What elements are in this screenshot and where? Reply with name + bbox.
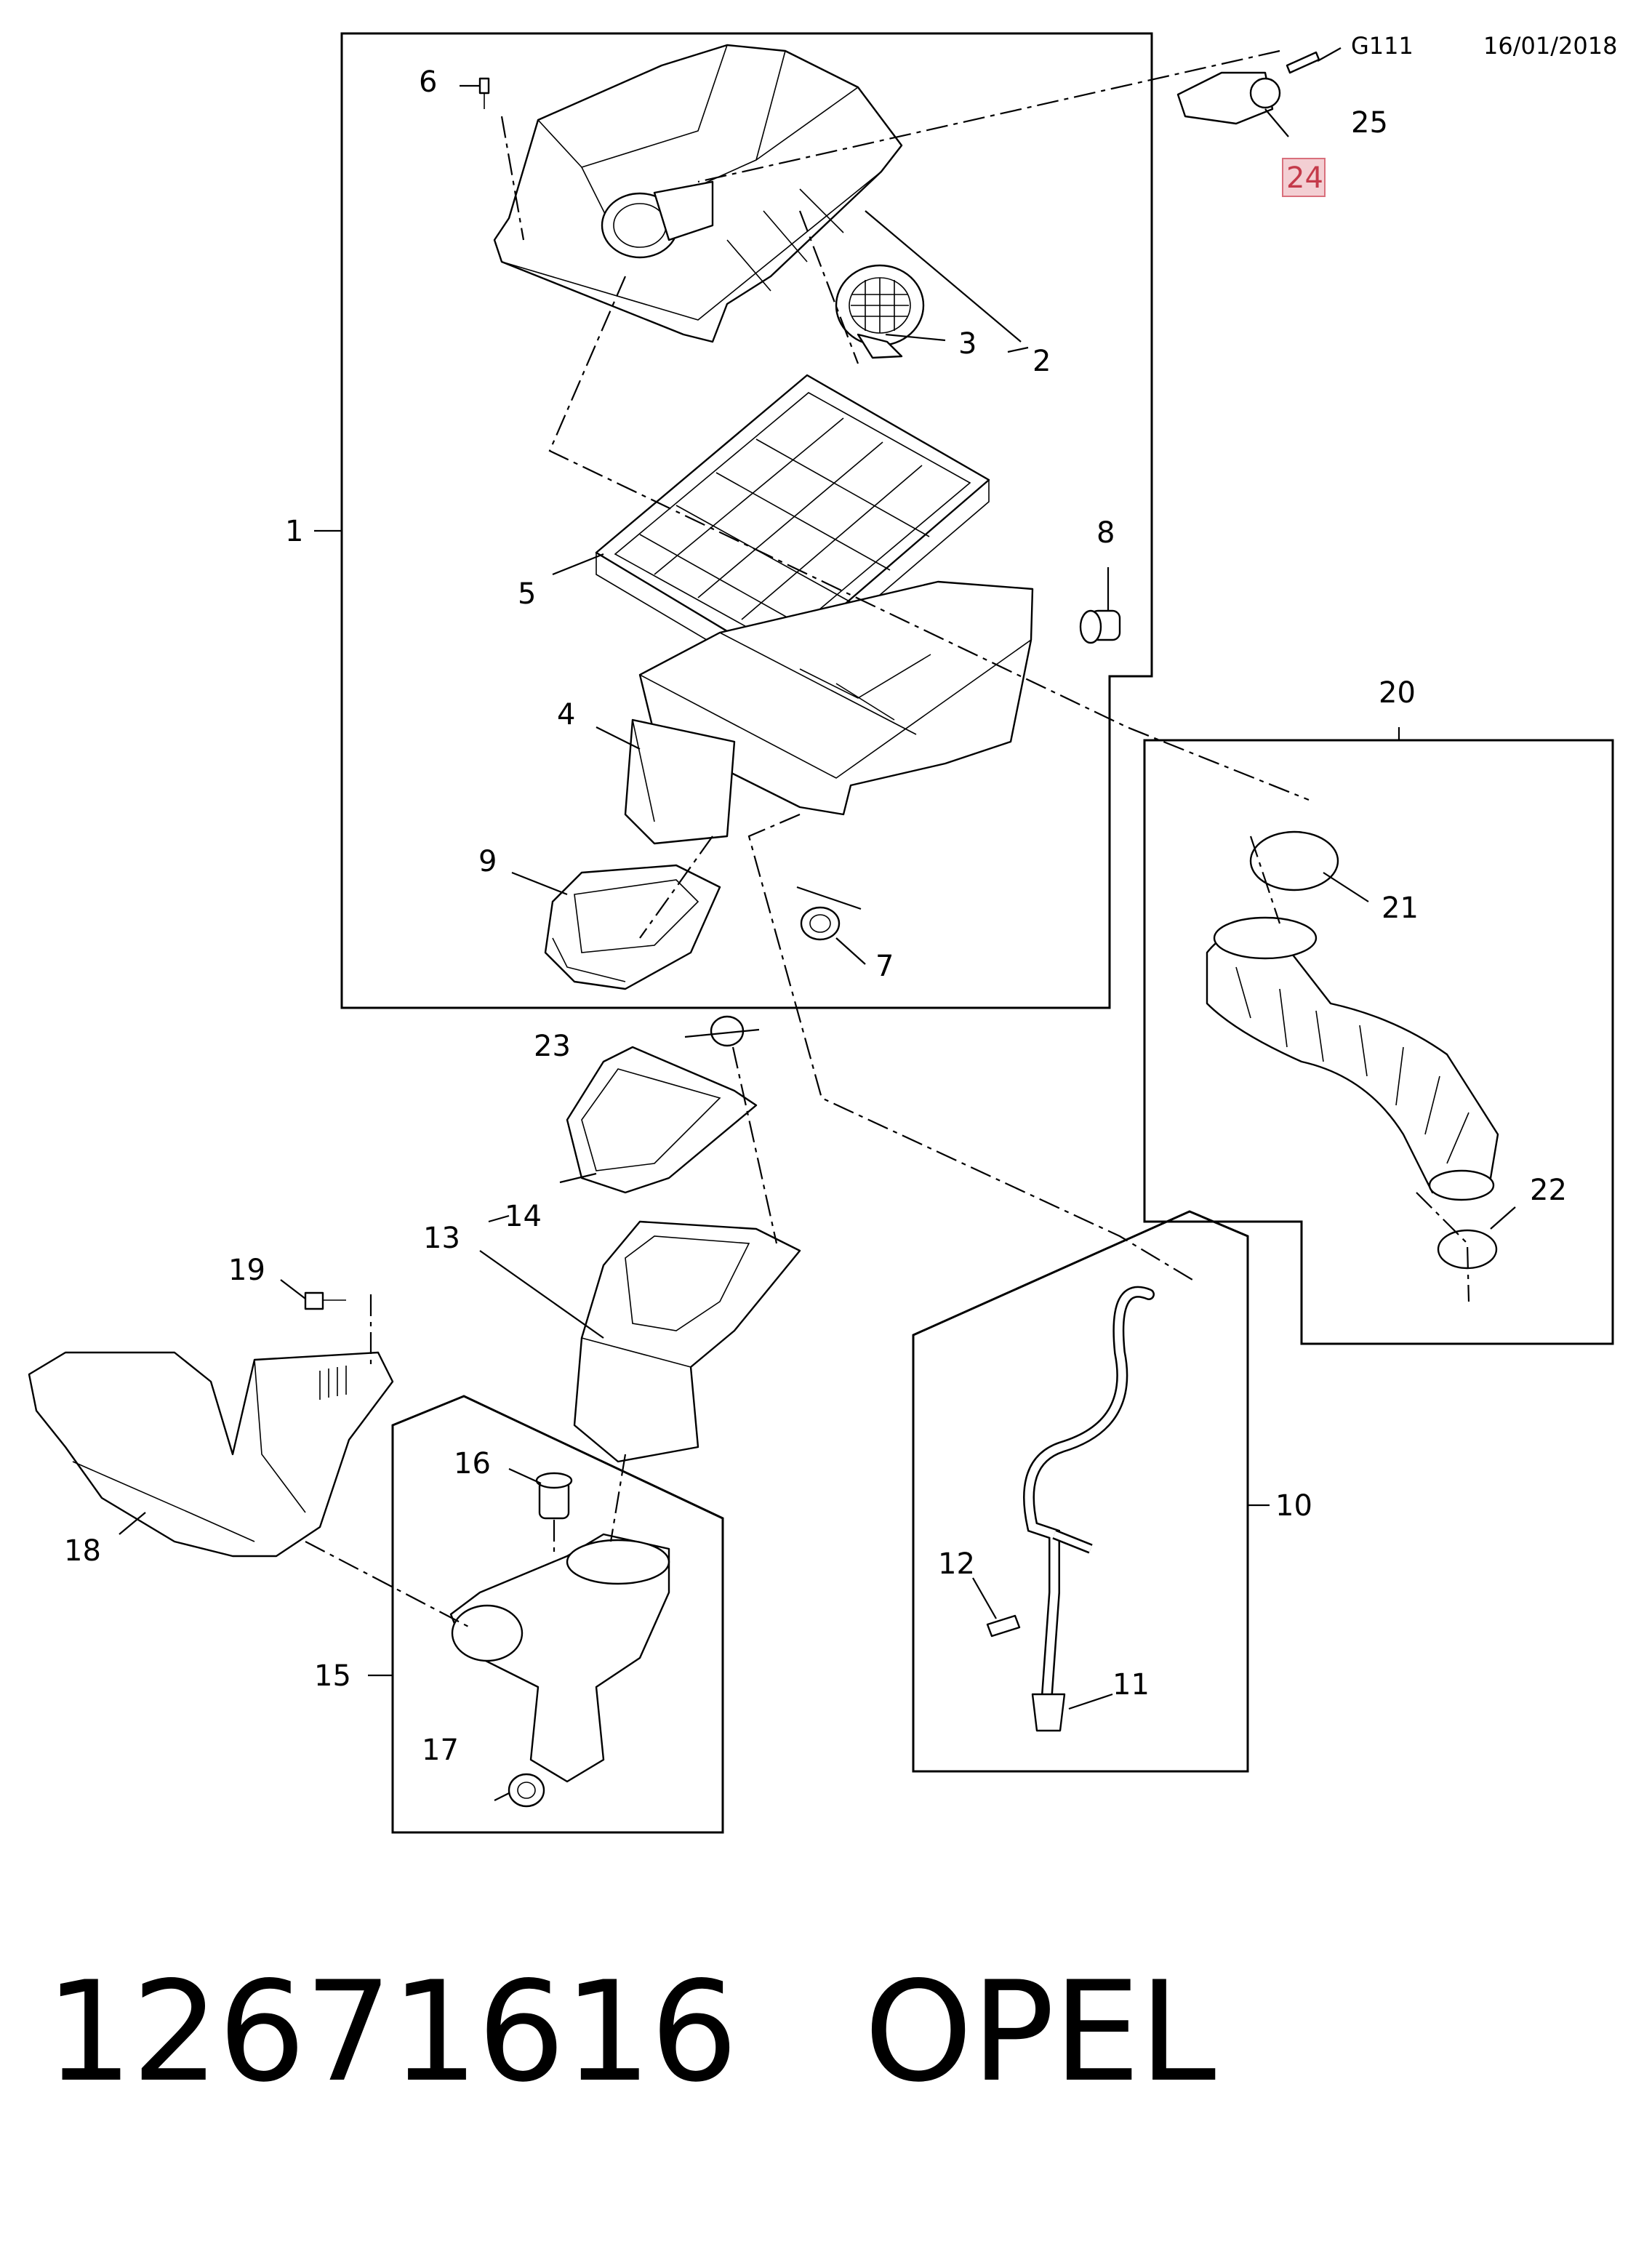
- duct-18: [28, 1351, 394, 1558]
- callout-21: 21: [1382, 891, 1419, 925]
- clip-12: [986, 1614, 1021, 1638]
- grommet-7: [800, 906, 841, 941]
- resonator-15: [449, 1533, 670, 1783]
- maf-housing: [835, 264, 925, 359]
- callout-22: 22: [1530, 1174, 1567, 1207]
- group-frame-vent-hose: [912, 1210, 1249, 1773]
- screw-25: [1286, 51, 1320, 74]
- callout-20: 20: [1379, 676, 1416, 710]
- callout-19: 19: [228, 1254, 265, 1287]
- group-frame-air-cleaner: [340, 32, 1153, 1009]
- assembly-lines: [305, 49, 1470, 1630]
- callout-9: 9: [478, 845, 497, 878]
- callout-13: 13: [423, 1222, 460, 1255]
- air-cleaner-cover: [493, 44, 903, 343]
- air-cleaner-housing: [624, 580, 1034, 845]
- grommet-17: [508, 1773, 545, 1808]
- diagram-code: G111: [1351, 32, 1414, 60]
- grommet-8: [1079, 609, 1121, 644]
- callout-8: 8: [1096, 516, 1115, 550]
- sensor-24: [1176, 71, 1281, 125]
- callout-4: 4: [557, 698, 575, 732]
- callout-3: 3: [958, 327, 977, 361]
- group-frame-intake-hose: [1143, 739, 1614, 1345]
- footer-part-number-brand: 12671616 OPEL: [45, 1963, 1216, 2101]
- callout-17: 17: [422, 1734, 459, 1767]
- callout-23: 23: [534, 1030, 571, 1063]
- callout-6: 6: [419, 65, 437, 99]
- clamp-21: [1249, 830, 1339, 891]
- callout-14: 14: [505, 1200, 542, 1233]
- part-number: 12671616: [45, 1952, 738, 2112]
- inlet-duct-9: [544, 864, 721, 990]
- callout-16: 16: [454, 1447, 491, 1480]
- callout-10: 10: [1275, 1489, 1312, 1523]
- callout-5: 5: [518, 577, 536, 611]
- duct-13: [573, 1220, 801, 1463]
- brand-name: OPEL: [864, 1952, 1216, 2112]
- group-frame-resonator: [391, 1395, 724, 1834]
- callout-25: 25: [1351, 106, 1388, 140]
- grommet-16: [535, 1472, 573, 1520]
- bolt-19: [304, 1291, 346, 1310]
- callout-12: 12: [938, 1547, 975, 1581]
- callout-2: 2: [1032, 345, 1051, 378]
- callout-15: 15: [314, 1659, 351, 1693]
- callout-24-highlight: [1282, 158, 1326, 197]
- vent-hose: [1023, 1286, 1155, 1700]
- callout-11: 11: [1112, 1668, 1150, 1702]
- leader-lines: [119, 47, 1516, 1801]
- connector-11: [1031, 1693, 1066, 1732]
- callout-18: 18: [64, 1534, 101, 1568]
- gasket-14: [566, 1046, 758, 1194]
- diagram-date: 16/01/2018: [1483, 32, 1617, 60]
- bolt-6: [478, 77, 490, 109]
- callout-1: 1: [285, 515, 303, 548]
- callout-7: 7: [875, 950, 894, 983]
- intake-hose: [1206, 916, 1499, 1201]
- callout-24[interactable]: 24: [1286, 161, 1323, 195]
